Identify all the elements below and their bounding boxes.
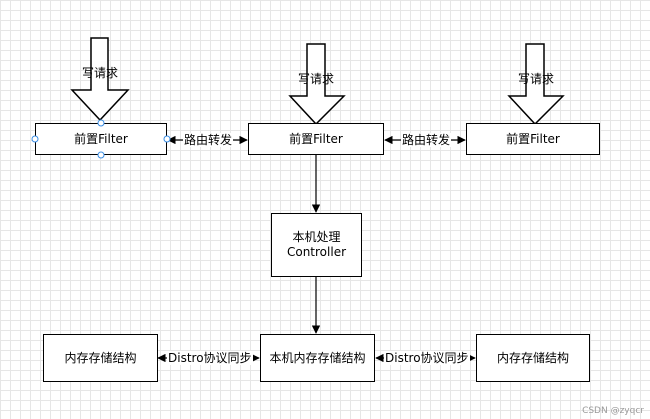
filter-node-right-label: 前置Filter [506,131,560,146]
local-controller-label-line1: 本机处理 [292,230,341,244]
filter-node-left-label: 前置Filter [74,131,128,146]
write-arrow-left-shape [70,37,130,122]
storage-node-left[interactable]: 内存存储结构 [43,334,158,382]
distro-sync-label-left: Distro协议同步 [167,351,253,365]
storage-node-middle-label: 本机内存存储结构 [269,350,366,365]
route-forward-label-right: 路由转发 [401,133,452,147]
write-arrow-right-shape [507,43,565,126]
local-controller-node[interactable]: 本机处理 Controller [271,213,362,277]
filter-node-left[interactable]: 前置Filter [35,123,167,155]
write-arrow-middle-shape [288,43,346,126]
distro-sync-label-right: Distro协议同步 [384,351,470,365]
storage-node-middle[interactable]: 本机内存存储结构 [260,334,375,382]
watermark: CSDN @zyqcr [582,406,644,416]
write-request-label-middle: 写请求 [298,72,335,86]
storage-node-left-label: 内存存储结构 [64,350,137,365]
storage-node-right-label: 内存存储结构 [496,350,569,365]
route-forward-label-left: 路由转发 [183,133,234,147]
filter-node-right[interactable]: 前置Filter [466,123,600,155]
local-controller-label-line2: Controller [286,245,347,259]
write-request-label-left: 写请求 [82,66,119,80]
storage-node-right[interactable]: 内存存储结构 [476,334,590,382]
filter-node-middle-label: 前置Filter [289,131,343,146]
filter-node-middle[interactable]: 前置Filter [248,123,384,155]
write-request-label-right: 写请求 [518,72,555,86]
